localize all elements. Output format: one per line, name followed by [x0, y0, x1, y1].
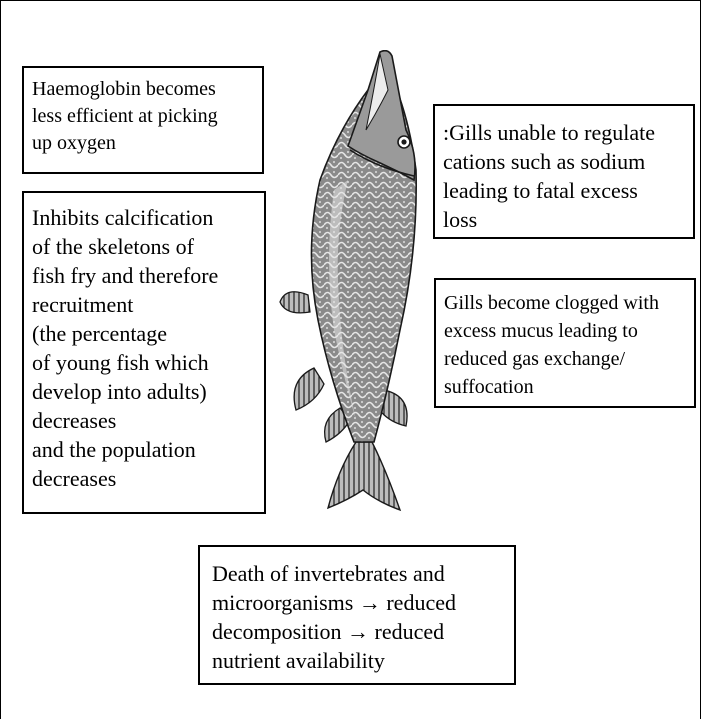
death-line: Death of invertebrates and [212, 559, 514, 588]
calcification-effect-box: Inhibits calcification of the skeletons … [22, 191, 266, 514]
calcification-line: Inhibits calcification [32, 203, 264, 232]
haemoglobin-effect-box: Haemoglobin becomes less efficient at pi… [22, 66, 264, 174]
mucus-line: Gills become clogged with [444, 289, 686, 317]
calcification-line: develop into adults) [32, 377, 264, 406]
calcification-line: decreases [32, 406, 264, 435]
death-line: nutrient availability [212, 646, 514, 675]
calcification-line: fish fry and therefore [32, 261, 264, 290]
cation-regulation-box: :Gills unable to regulate cations such a… [433, 104, 695, 239]
death-line: microorganisms → reduced [212, 588, 514, 617]
pectoral-fin [280, 292, 310, 313]
calcification-line: (the percentage [32, 319, 264, 348]
calcification-line: recruitment [32, 290, 264, 319]
mucus-line: reduced gas exchange/ [444, 345, 686, 373]
calcification-line: decreases [32, 464, 264, 493]
cation-line: leading to fatal excess [443, 176, 685, 205]
pike-fish-icon [268, 50, 438, 530]
cation-line: :Gills unable to regulate [443, 118, 685, 147]
death-line: decomposition → reduced [212, 617, 514, 646]
mucus-line: suffocation [444, 373, 686, 401]
calcification-line: of the skeletons of [32, 232, 264, 261]
calcification-line: and the population [32, 435, 264, 464]
mucus-line: excess mucus leading to [444, 317, 686, 345]
cation-line: cations such as sodium [443, 147, 685, 176]
decomposition-effect-box: Death of invertebrates and microorganism… [198, 545, 516, 685]
calcification-line: of young fish which [32, 348, 264, 377]
gill-mucus-box: Gills become clogged with excess mucus l… [434, 278, 696, 408]
cation-line: loss [443, 205, 685, 234]
haemoglobin-line: less efficient at picking [32, 103, 262, 130]
tail-fin [328, 442, 400, 510]
pelvic-fin [294, 368, 324, 410]
haemoglobin-line: Haemoglobin becomes [32, 76, 262, 103]
haemoglobin-line: up oxygen [32, 130, 262, 157]
